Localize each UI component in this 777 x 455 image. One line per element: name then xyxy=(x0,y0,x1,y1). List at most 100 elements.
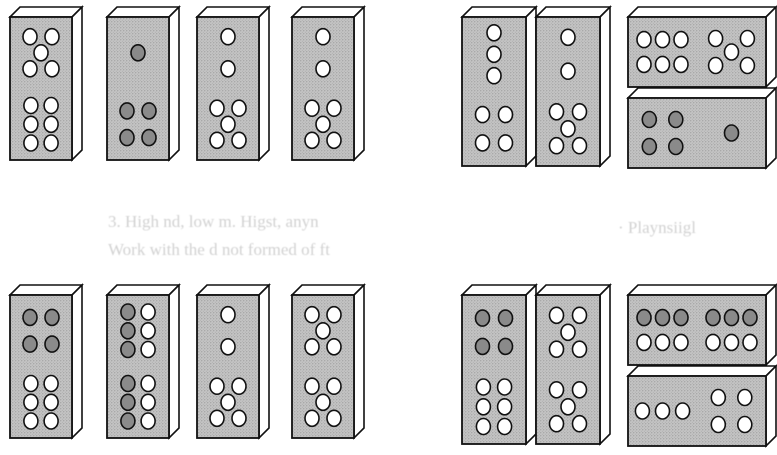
pip xyxy=(316,394,330,410)
pip xyxy=(24,135,38,151)
pip xyxy=(327,339,341,355)
pip xyxy=(316,61,330,77)
tile-side-face xyxy=(600,7,610,166)
tile-top-face xyxy=(536,285,610,295)
pip xyxy=(561,121,575,137)
pip xyxy=(305,410,319,426)
pip xyxy=(573,307,587,323)
pip xyxy=(221,307,235,323)
tile-face xyxy=(107,295,169,438)
tile-top-face xyxy=(628,88,776,98)
puzzle-top-pair-domino-1 xyxy=(462,7,536,166)
tile-top-face xyxy=(10,285,82,295)
tile-top-face xyxy=(10,7,82,17)
pip xyxy=(121,376,135,392)
tile-top-face xyxy=(197,7,269,17)
pip xyxy=(210,132,224,148)
tile-side-face xyxy=(766,88,776,168)
pip xyxy=(656,32,670,48)
puzzle-bottom-stack-domino-1 xyxy=(628,285,776,365)
pip xyxy=(499,107,513,123)
pip xyxy=(142,103,156,119)
pip xyxy=(45,61,59,77)
pip xyxy=(45,309,59,325)
pip xyxy=(711,390,725,406)
pip xyxy=(24,394,38,410)
pip xyxy=(573,138,587,154)
tile-top-face xyxy=(462,285,536,295)
pip xyxy=(573,416,587,432)
pip xyxy=(711,417,725,433)
pip xyxy=(706,334,720,350)
tile-top-face xyxy=(107,285,179,295)
pip xyxy=(561,324,575,340)
pip xyxy=(642,112,656,128)
pip xyxy=(561,63,575,79)
tile-face xyxy=(628,295,766,365)
pip xyxy=(738,390,752,406)
pip xyxy=(44,413,58,429)
pip xyxy=(487,46,501,62)
puzzle-bottom-single-domino-3 xyxy=(197,285,269,438)
puzzle-top-single-domino-3 xyxy=(197,7,269,160)
pip xyxy=(210,100,224,116)
tile-top-face xyxy=(197,285,269,295)
puzzle-bottom-single-domino-1 xyxy=(10,285,82,438)
tile-face xyxy=(462,295,526,444)
pip xyxy=(121,323,135,339)
tile-top-face xyxy=(628,7,776,17)
bleed-through-text-2: Work with the d not formed of ft xyxy=(108,240,330,260)
tile-face xyxy=(628,17,766,87)
pip xyxy=(23,29,37,45)
pip xyxy=(327,132,341,148)
pip xyxy=(221,339,235,355)
pip xyxy=(573,382,587,398)
pip xyxy=(44,135,58,151)
tile-face xyxy=(10,17,72,160)
tile-side-face xyxy=(766,366,776,446)
pip xyxy=(499,135,513,151)
pip xyxy=(34,45,48,61)
pip xyxy=(725,125,739,141)
pip xyxy=(637,334,651,350)
pip xyxy=(221,61,235,77)
pip xyxy=(316,323,330,339)
pip xyxy=(476,338,490,354)
tile-side-face xyxy=(72,285,82,438)
tile-face xyxy=(107,17,169,160)
tile-top-face xyxy=(536,7,610,17)
pip xyxy=(499,338,513,354)
tile-face xyxy=(292,295,354,438)
pip xyxy=(656,56,670,72)
puzzle-bottom-stack-domino-2 xyxy=(628,366,776,446)
pip xyxy=(232,132,246,148)
pip xyxy=(142,130,156,146)
tile-top-face xyxy=(628,285,776,295)
pip xyxy=(44,98,58,114)
pip xyxy=(305,307,319,323)
pip xyxy=(120,130,134,146)
pip xyxy=(476,310,490,326)
pip xyxy=(740,31,754,47)
pip xyxy=(498,419,512,435)
tile-side-face xyxy=(259,7,269,160)
pip xyxy=(740,58,754,74)
pip xyxy=(221,394,235,410)
pip xyxy=(487,68,501,84)
pip xyxy=(45,336,59,352)
pip xyxy=(327,410,341,426)
pip xyxy=(550,104,564,120)
pip xyxy=(305,100,319,116)
pip xyxy=(232,410,246,426)
pip xyxy=(44,376,58,392)
pip xyxy=(743,334,757,350)
pip xyxy=(656,310,670,326)
pip xyxy=(45,29,59,45)
puzzle-top-single-domino-1 xyxy=(10,7,82,160)
pip xyxy=(476,107,490,123)
pip xyxy=(24,413,38,429)
pip xyxy=(674,32,688,48)
pip xyxy=(498,399,512,415)
pip xyxy=(709,31,723,47)
tile-side-face xyxy=(600,285,610,444)
